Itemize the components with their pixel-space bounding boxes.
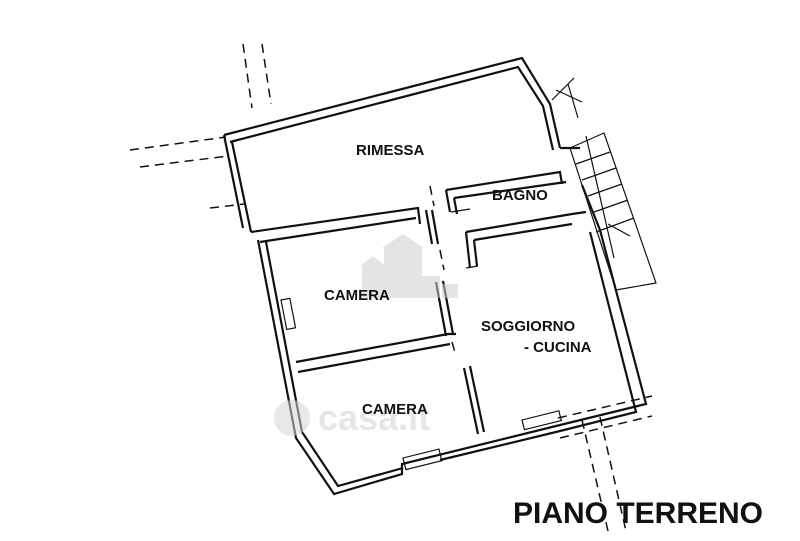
watermark-logo-circle — [274, 400, 310, 436]
windows — [280, 297, 563, 471]
watermark: casa.it — [274, 234, 458, 438]
room-label-soggiorno: SOGGIORNO — [481, 318, 576, 335]
watermark-text: casa.it — [318, 397, 430, 438]
room-label-rimessa: RIMESSA — [356, 142, 425, 159]
floor-title: PIANO TERRENO — [513, 497, 763, 530]
watermark-house-icon — [360, 234, 458, 298]
external-dashed-lines — [129, 43, 653, 532]
room-label-camera-2: CAMERA — [362, 401, 428, 418]
room-label-bagno: BAGNO — [492, 187, 548, 204]
room-label-cucina: - CUCINA — [524, 339, 592, 356]
exterior-stairs — [551, 77, 657, 291]
interior-walls — [250, 170, 587, 435]
room-label-camera-1: CAMERA — [324, 287, 390, 304]
